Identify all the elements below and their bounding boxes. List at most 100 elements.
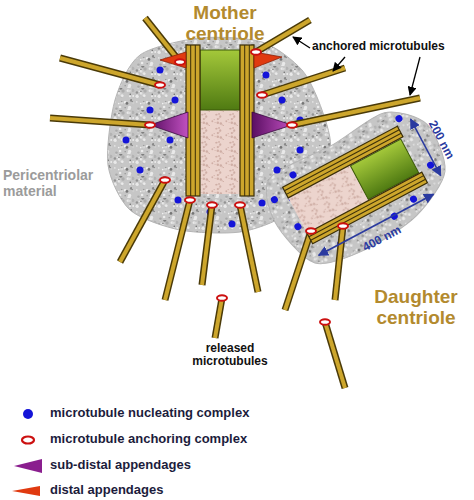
centriole-distal-lumen	[200, 50, 240, 110]
nucleating-complex	[263, 72, 270, 79]
microtubule-body	[335, 226, 343, 300]
structure-label: Mother centriole	[165, 2, 285, 45]
distal-appendages	[160, 52, 282, 68]
microtubule-body	[240, 205, 258, 292]
anchoring-complex	[145, 122, 155, 128]
nucleating-complex	[293, 222, 302, 231]
anchoring-complexes	[145, 49, 348, 325]
triangle-symbol	[14, 459, 42, 473]
microtubule-outline	[50, 118, 150, 125]
anchoring-complex	[320, 319, 330, 325]
nucleating-complex	[394, 114, 403, 123]
microtubule	[202, 205, 212, 285]
microtubule-outline	[202, 205, 212, 285]
legend-swatch	[22, 437, 34, 444]
nucleating-complex	[297, 147, 304, 154]
centriole-wall-line	[311, 179, 426, 240]
dimension-arrows	[283, 119, 447, 255]
anchoring-complex	[251, 49, 261, 55]
callout-label: anchored microtubules	[312, 40, 445, 53]
legend-text: microtubule anchoring complex	[50, 432, 247, 447]
microtubule-outline	[325, 322, 345, 388]
leader-arrow	[333, 57, 345, 71]
daughter-centriole	[283, 126, 428, 244]
microtubule-body	[165, 200, 190, 300]
microtubule	[285, 231, 311, 310]
microtubule	[60, 58, 160, 85]
region-label: Pericentriolar material	[3, 168, 111, 199]
centriole-wall-line	[195, 45, 196, 196]
microtubule	[292, 98, 420, 125]
anchoring-complex	[217, 295, 227, 301]
microtubule-outline	[285, 231, 311, 310]
dimension-arrow	[319, 194, 434, 255]
nucleating-complex	[288, 170, 297, 179]
sub-distal-appendages	[150, 112, 292, 138]
dot-symbol	[23, 409, 33, 419]
nucleating-complex	[172, 97, 179, 104]
nucleating-complex	[274, 167, 281, 174]
centriole-wall-line	[286, 133, 401, 194]
microtubule	[262, 68, 345, 95]
anchoring-complex	[287, 122, 297, 128]
centriole-wall-line	[249, 45, 250, 196]
microtubule	[165, 200, 190, 300]
centriole-wall	[283, 126, 403, 198]
nucleating-complex	[157, 67, 164, 74]
microtubule-body	[50, 118, 150, 125]
microtubule-outline	[120, 180, 165, 262]
microtubule	[215, 298, 222, 338]
legend-text: microtubule nucleating complex	[50, 406, 249, 421]
ring-symbol	[22, 437, 34, 444]
microtubule-body	[120, 180, 165, 262]
microtubule-outline	[240, 205, 258, 292]
microtubule-outline	[60, 58, 160, 85]
anchoring-complex	[185, 197, 195, 203]
leader-arrow	[410, 57, 420, 95]
nucleating-complex	[229, 221, 236, 228]
anchoring-complex	[257, 92, 267, 98]
anchoring-complex	[160, 177, 170, 183]
nucleating-complex	[175, 197, 182, 204]
microtubule	[120, 180, 165, 262]
microtubule-outline	[215, 298, 222, 338]
nucleating-complex	[137, 167, 144, 174]
microtubule-outline	[292, 98, 420, 125]
mother-centriole	[186, 45, 254, 196]
microtubule	[325, 322, 345, 388]
anchoring-complex	[155, 82, 165, 88]
legend-swatch	[14, 459, 42, 473]
legend-text: distal appendages	[50, 483, 163, 498]
centriole-lumen	[200, 110, 240, 194]
microtubule-body	[262, 68, 345, 95]
centriole-wall-line	[244, 45, 245, 196]
microtubule-body	[285, 231, 311, 310]
centriole-wall-line	[309, 176, 424, 237]
nucleating-complex	[123, 137, 130, 144]
nucleating-complex	[259, 200, 266, 207]
anchoring-complex	[338, 223, 348, 229]
callout-label: released microtubules	[180, 342, 280, 369]
centriole-wall	[307, 172, 427, 244]
anchoring-complex	[175, 59, 185, 65]
nucleating-complexes	[264, 111, 449, 267]
microtubule	[240, 205, 258, 292]
legend	[12, 409, 42, 496]
microtubule-body	[60, 58, 160, 85]
microtubule-body	[215, 298, 222, 338]
centriole-wall-line	[284, 130, 399, 191]
anchoring-complex	[235, 202, 245, 208]
microtubule-outline	[165, 200, 190, 300]
nucleating-complex	[270, 195, 279, 204]
microtubule-body	[325, 322, 345, 388]
microtubule-body	[292, 98, 420, 125]
triangle-symbol	[12, 486, 40, 496]
distal-appendage	[160, 52, 186, 68]
anchoring-complex	[207, 202, 217, 208]
nucleating-complex	[147, 107, 154, 114]
nucleating-complex	[279, 97, 286, 104]
microtubule	[50, 118, 150, 125]
legend-text: sub-distal appendages	[50, 458, 191, 473]
microtubule	[335, 226, 343, 300]
